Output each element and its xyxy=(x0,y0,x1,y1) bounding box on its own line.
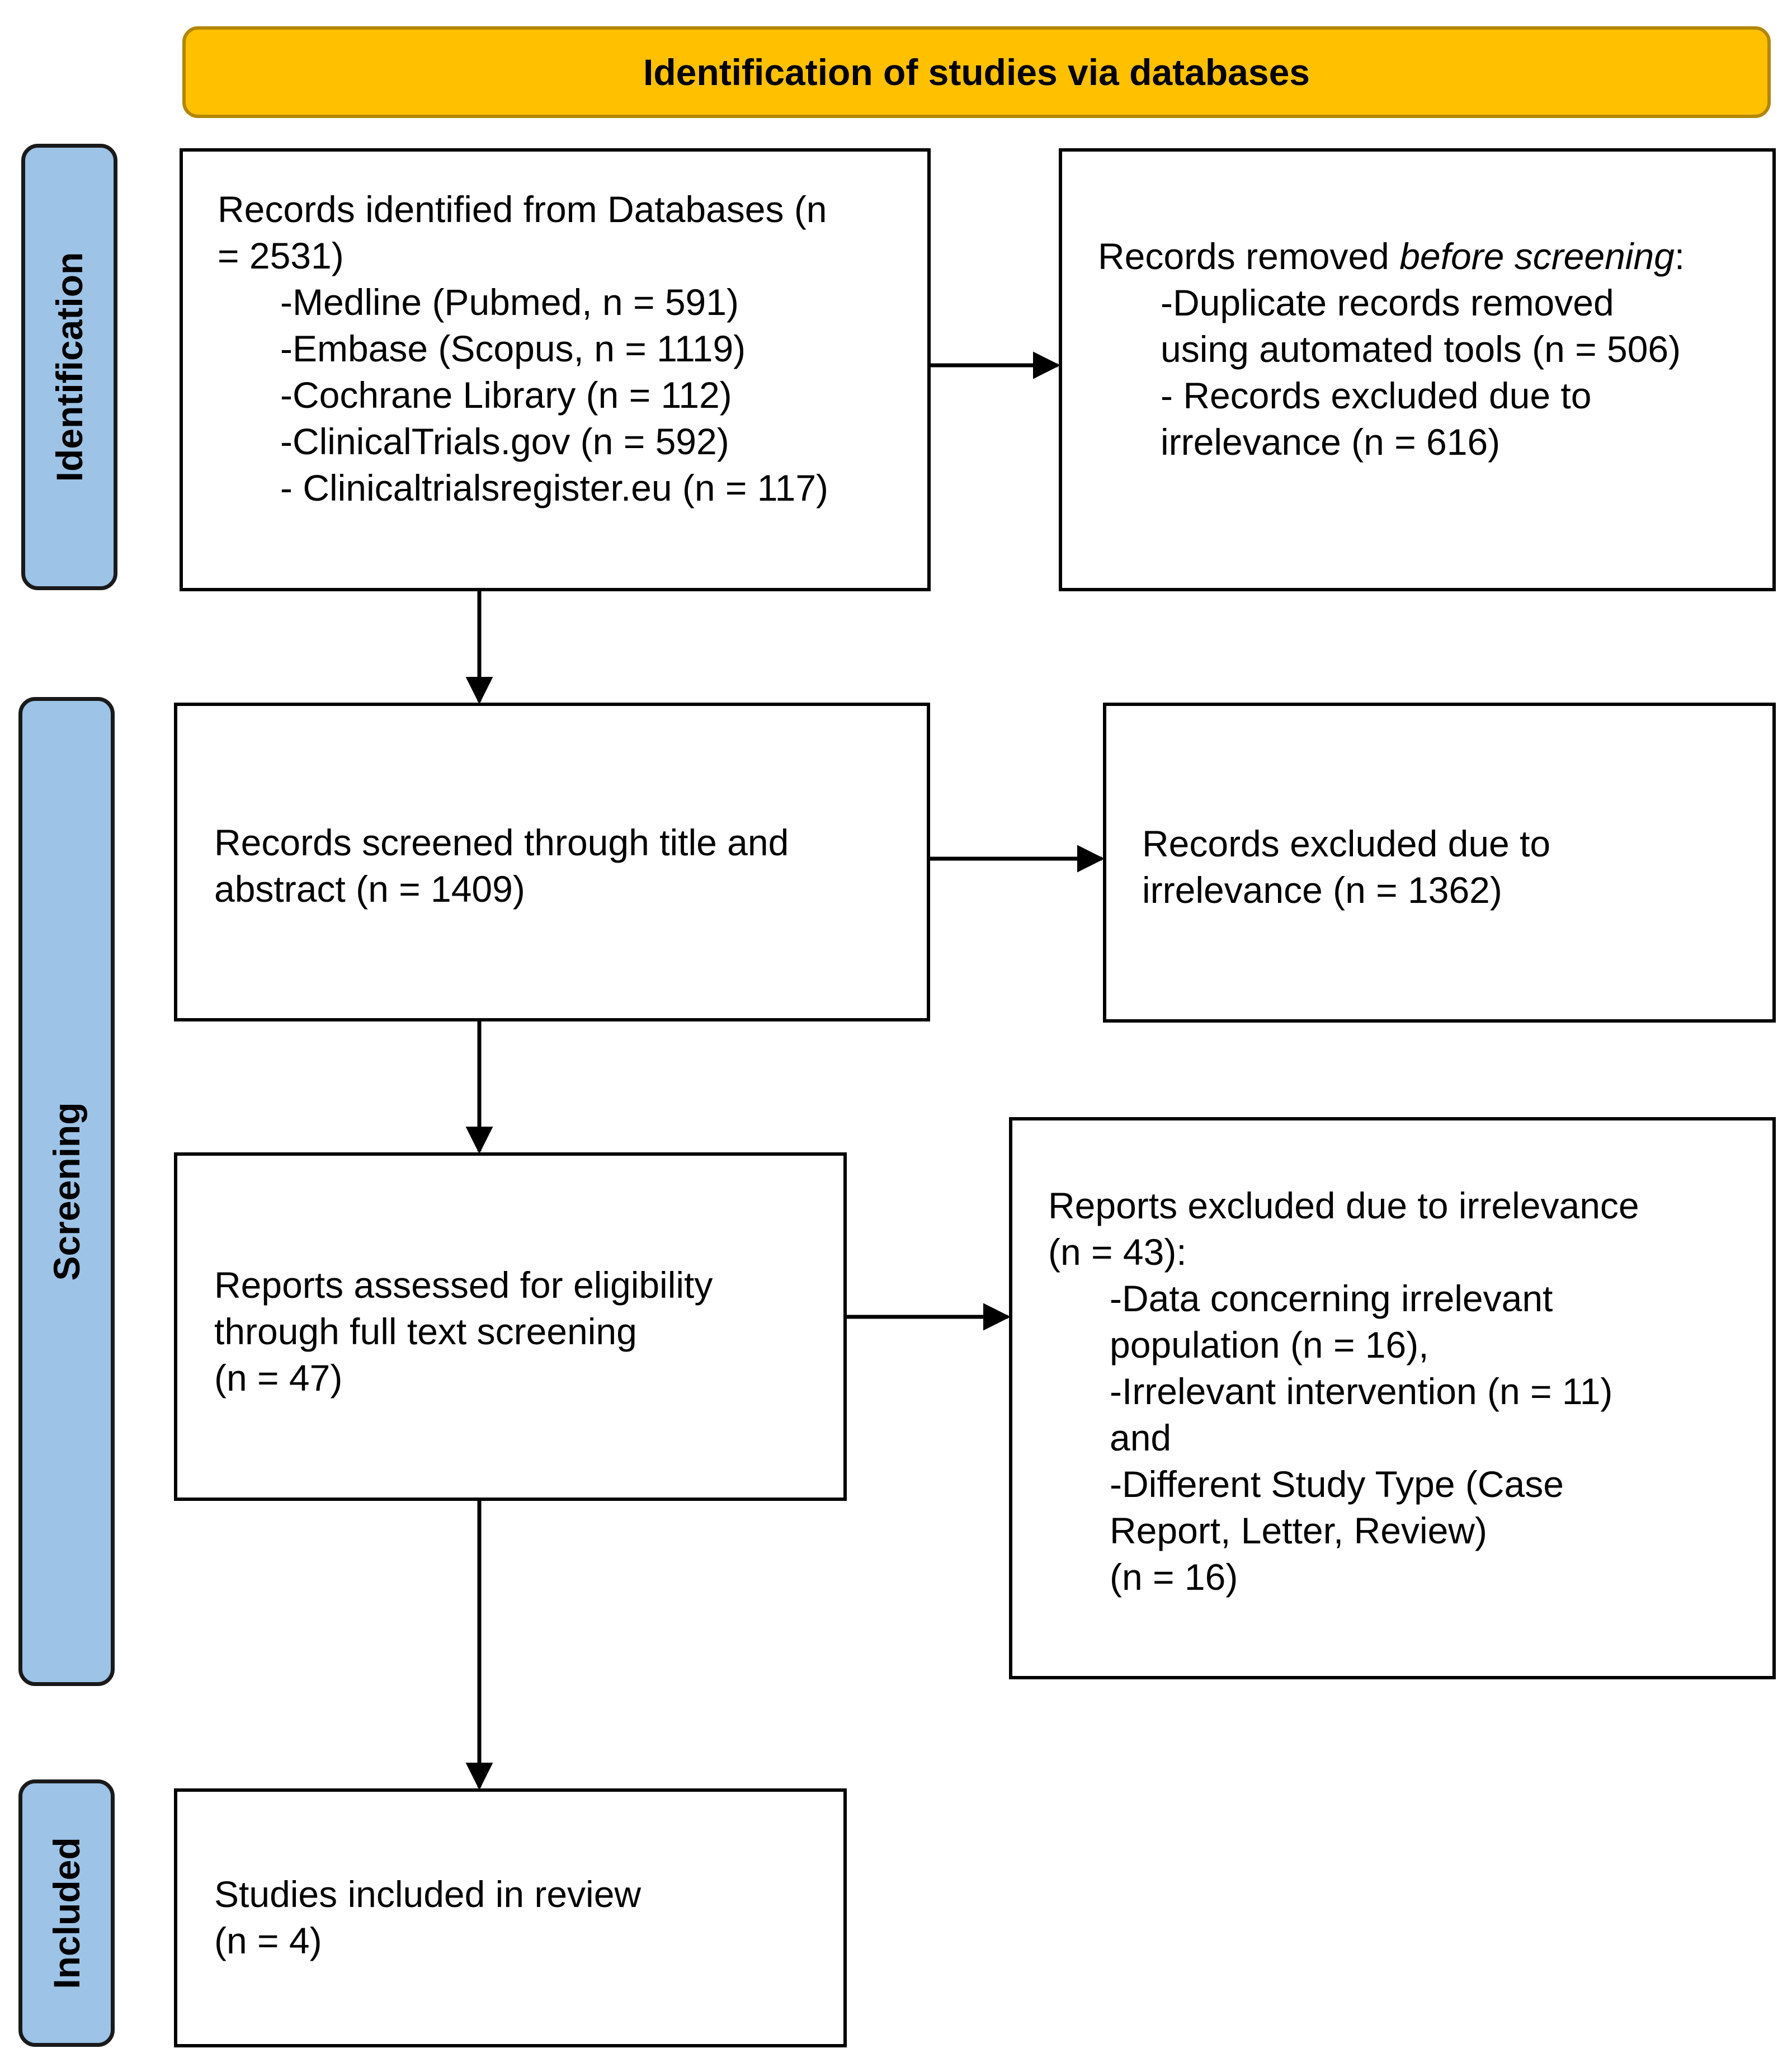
assessed-line: (n = 47) xyxy=(214,1357,343,1399)
reports-excluded-line: Reports excluded due to irrelevance xyxy=(1048,1185,1639,1226)
identified-source: -Embase (Scopus, n = 1119) xyxy=(280,328,746,369)
reports-assessed-box: Reports assessed for eligibility through… xyxy=(174,1152,847,1501)
identified-line: = 2531) xyxy=(218,235,344,276)
identified-line: Records identified from Databases (n xyxy=(218,189,827,230)
banner-title: Identification of studies via databases xyxy=(643,51,1310,93)
excluded-line: irrelevance (n = 1362) xyxy=(1142,869,1502,911)
included-line: Studies included in review xyxy=(214,1873,642,1915)
reports-excluded-line: (n = 43): xyxy=(1048,1231,1187,1273)
phase-identification: Identification xyxy=(21,144,117,590)
records-identified-box: Records identified from Databases (n = 2… xyxy=(180,148,931,591)
identified-source: -Cochrane Library (n = 112) xyxy=(280,374,732,416)
reports-excluded-box: Reports excluded due to irrelevance (n =… xyxy=(1009,1117,1776,1679)
reports-excluded-reason: -Different Study Type (Case xyxy=(1110,1463,1564,1505)
reports-excluded-reason: -Data concerning irrelevant xyxy=(1110,1278,1553,1319)
reports-excluded-reason: (n = 16) xyxy=(1110,1556,1238,1598)
identification-banner: Identification of studies via databases xyxy=(182,26,1771,118)
removed-lead: Records removed xyxy=(1098,236,1400,277)
screened-line: abstract (n = 1409) xyxy=(214,868,525,910)
included-line: (n = 4) xyxy=(214,1920,322,1961)
reports-excluded-reason: Report, Letter, Review) xyxy=(1110,1510,1487,1551)
identified-source: -ClinicalTrials.gov (n = 592) xyxy=(280,421,729,462)
removed-heading: Records removed before screening: xyxy=(1098,233,1772,280)
records-excluded-box: Records excluded due to irrelevance (n =… xyxy=(1103,703,1776,1023)
removed-line: -Duplicate records removed xyxy=(1161,282,1614,323)
records-removed-box: Records removed before screening: -Dupli… xyxy=(1059,148,1776,591)
reports-excluded-reason: -Irrelevant intervention (n = 11) xyxy=(1110,1371,1613,1412)
screened-line: Records screened through title and xyxy=(214,822,789,863)
phase-screening: Screening xyxy=(18,697,115,1686)
removed-line: - Records excluded due to xyxy=(1161,375,1592,416)
studies-included-box: Studies included in review (n = 4) xyxy=(174,1788,847,2047)
removed-line: irrelevance (n = 616) xyxy=(1161,421,1501,463)
reports-excluded-reason: and xyxy=(1110,1417,1172,1458)
reports-excluded-reason: population (n = 16), xyxy=(1110,1324,1429,1365)
removed-trail: : xyxy=(1674,236,1685,277)
identified-source: -Medline (Pubmed, n = 591) xyxy=(280,281,739,323)
removed-line: using automated tools (n = 506) xyxy=(1161,328,1681,370)
removed-emphasis: before screening xyxy=(1399,236,1675,277)
phase-included: Included xyxy=(18,1779,115,2047)
assessed-line: through full text screening xyxy=(214,1311,637,1352)
identified-source: - Clinicaltrialsregister.eu (n = 117) xyxy=(280,467,829,508)
records-screened-box: Records screened through title and abstr… xyxy=(174,703,930,1021)
assessed-line: Reports assessed for eligibility xyxy=(214,1264,713,1306)
excluded-line: Records excluded due to xyxy=(1142,823,1551,864)
